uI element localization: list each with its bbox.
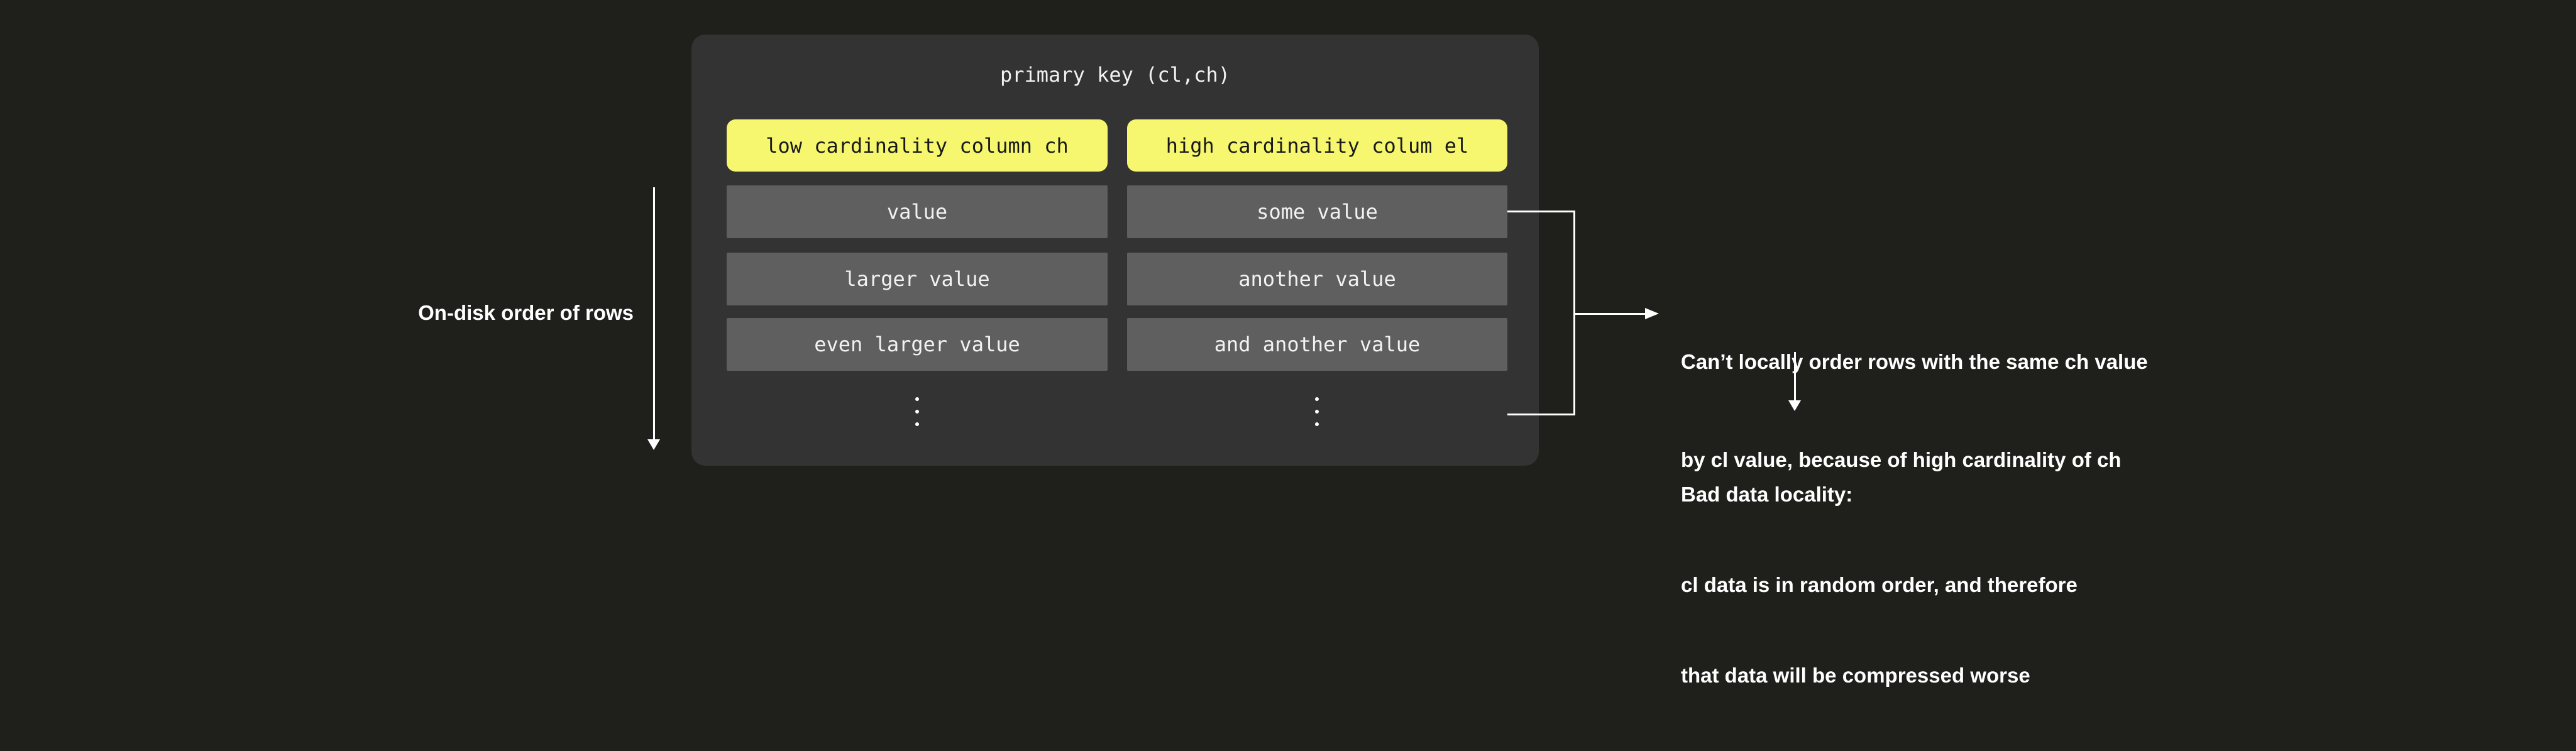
note-cant-order-line-1: Can’t locally order rows with the same c… [1681,350,2148,373]
row-cell-ch-2: larger value [727,253,1108,305]
bracket-arrow-line [1575,313,1646,315]
consequence-arrow-line [1794,352,1796,401]
dot [915,397,919,401]
row-cell-cl-3: and another value [1127,318,1507,371]
note-bad-locality-line-3: that data will be compressed worse [1681,664,2030,687]
note-bad-locality-line-1: Bad data locality: [1681,483,1853,506]
note-cant-order: Can’t locally order rows with the same c… [1681,280,2148,542]
bracket-vertical-line [1573,211,1575,415]
on-disk-order-arrowhead-icon [647,439,660,450]
dot [1315,397,1319,401]
consequence-arrowhead-icon [1788,400,1801,411]
row-cell-cl-2: another value [1127,253,1507,305]
diagram-canvas: primary key (cl,ch) low cardinality colu… [418,35,2148,687]
row-cell-cl-1: some value [1127,185,1507,238]
row-cell-ch-3: even larger value [727,318,1108,371]
on-disk-order-arrow-line [653,187,655,440]
dot [1315,422,1319,426]
on-disk-order-label: On-disk order of rows [418,301,634,324]
note-cant-order-line-2: by cl value, because of high cardinality… [1681,448,2122,471]
column-header-high-cardinality: high cardinality colum el [1127,119,1507,172]
column-header-low-cardinality: low cardinality column ch [727,119,1108,172]
note-bad-locality-line-2: cl data is in random order, and therefor… [1681,573,2078,596]
row-cell-ch-1: value [727,185,1108,238]
dot [1315,410,1319,414]
bracket-arrowhead-icon [1645,308,1659,319]
ellipsis-dots-right [1315,397,1319,426]
panel-title: primary key (cl,ch) [999,63,1231,87]
note-bad-locality: Bad data locality: cl data is in random … [1681,419,2078,751]
bracket-top-line [1507,211,1575,212]
ellipsis-dots-left [915,397,919,426]
dot [915,410,919,414]
primary-key-panel: primary key (cl,ch) low cardinality colu… [691,35,1539,466]
bracket-bottom-line [1507,414,1575,415]
dot [915,422,919,426]
